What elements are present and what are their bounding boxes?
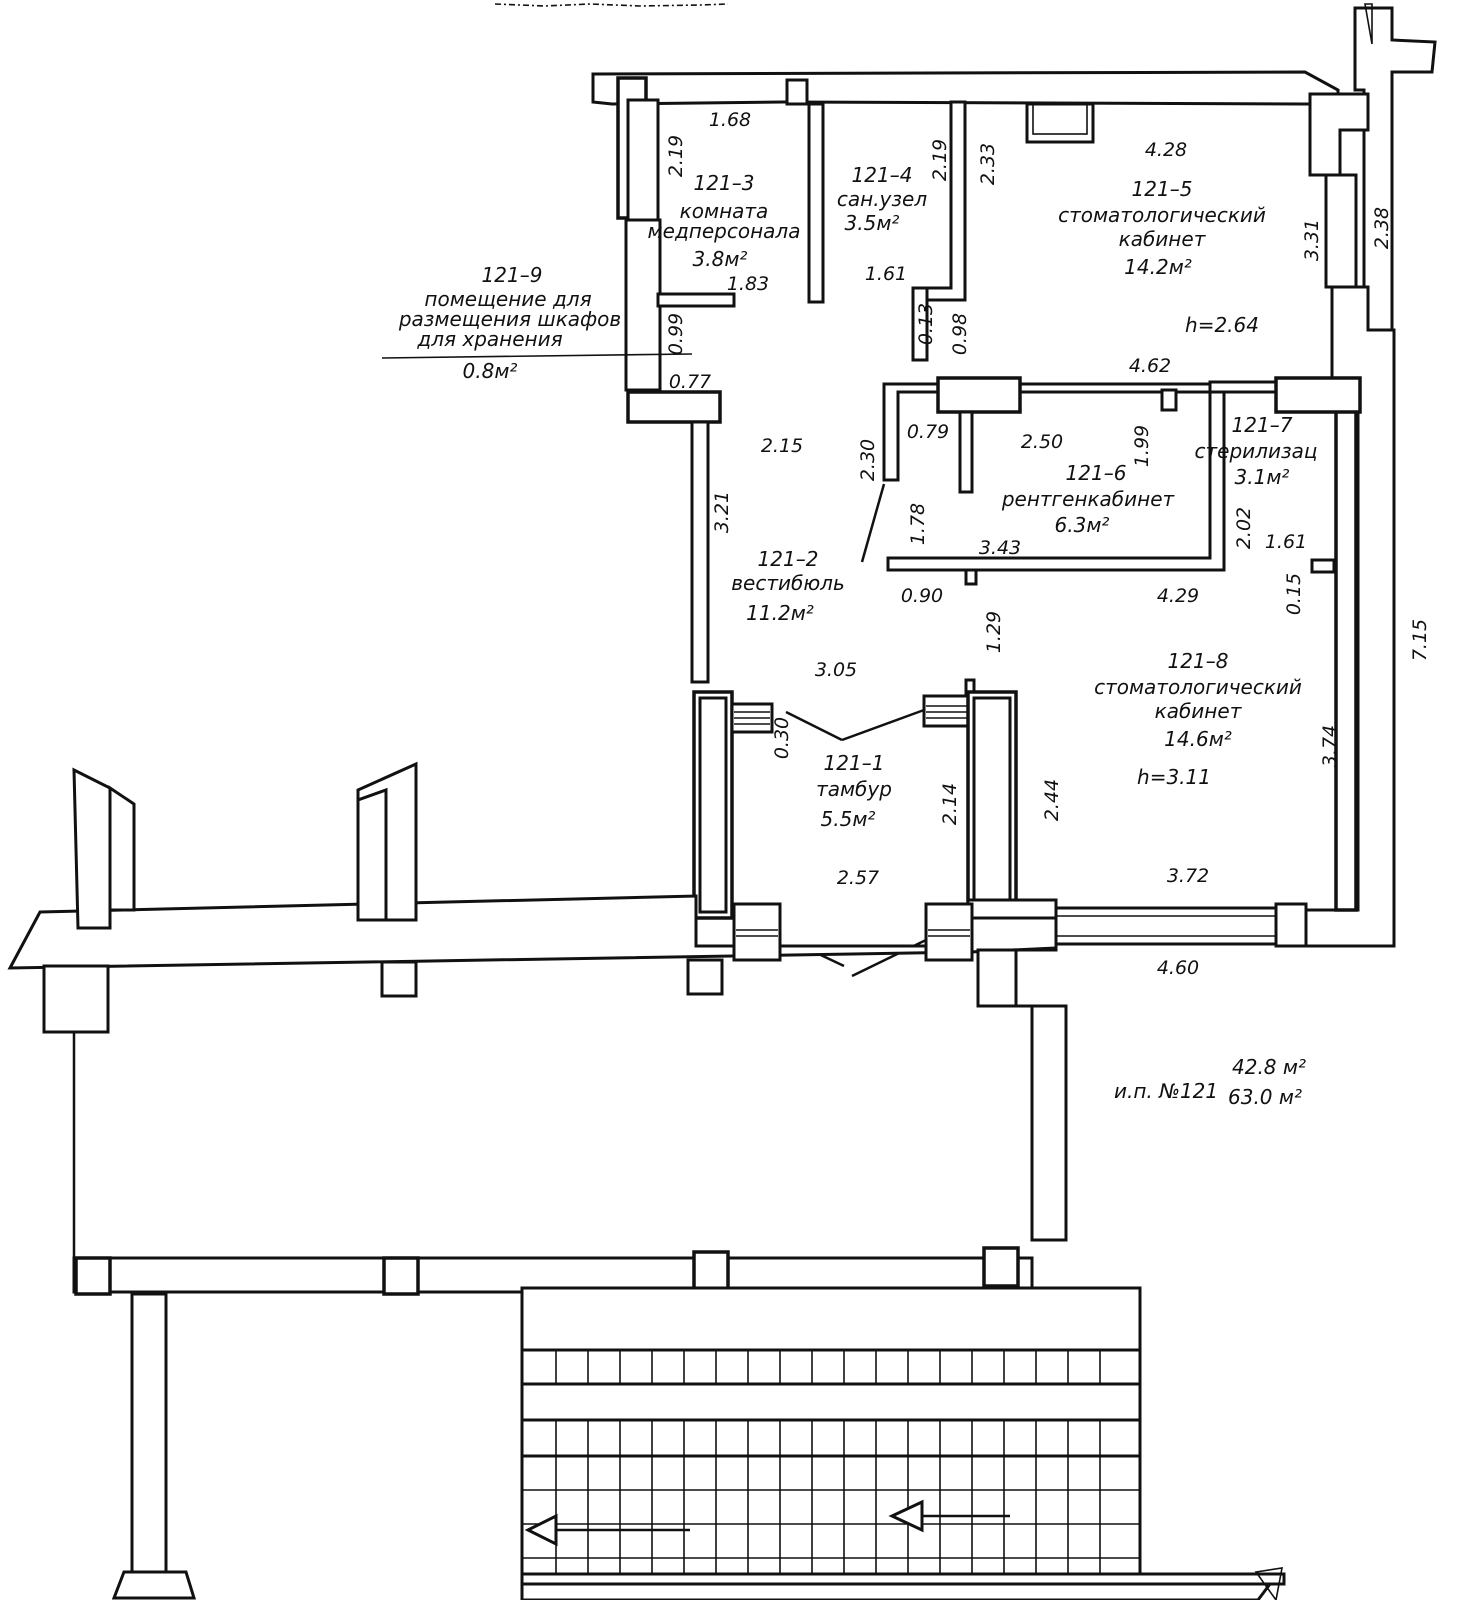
- entrance-walls: [692, 678, 1308, 952]
- room-121-5-height: h=2.64: [1185, 313, 1259, 337]
- room-121-7-id: 121–7: [1232, 413, 1293, 437]
- room-121-9-area: 0.8м²: [463, 359, 518, 383]
- left-upper-wall: [624, 98, 722, 684]
- room-121-5-area: 14.2м²: [1124, 255, 1192, 279]
- leader-121-9: [381, 353, 693, 359]
- room-121-2-area: 11.2м²: [746, 601, 814, 625]
- dim-label: 7.15: [1409, 619, 1431, 661]
- room-121-3: 121–3 комната медперсонала 3.8м²: [648, 171, 801, 271]
- dim-label: 2.50: [1021, 431, 1063, 453]
- dim-label: 3.72: [1167, 865, 1209, 887]
- dim-label: 1.68: [709, 109, 751, 131]
- top-window: [1025, 102, 1095, 144]
- partitions: [656, 100, 1362, 586]
- dim-label: 4.29: [1157, 585, 1199, 607]
- room-121-1-name: тамбур: [816, 777, 892, 801]
- dim-label: 1.83: [727, 273, 769, 295]
- unit-area-1: 42.8 м²: [1232, 1055, 1306, 1079]
- dim-label: 2.15: [761, 435, 803, 457]
- room-121-3-name: комната: [680, 199, 769, 223]
- dim-label: 4.28: [1145, 139, 1187, 161]
- unit-number: и.п. №121: [1114, 1079, 1218, 1103]
- room-121-8-name-2: кабинет: [1155, 699, 1243, 723]
- dim-label: 4.62: [1129, 355, 1171, 377]
- room-121-7-area: 3.1м²: [1235, 465, 1290, 489]
- room-121-8-id: 121–8: [1168, 649, 1229, 673]
- room-121-4-area: 3.5м²: [845, 211, 900, 235]
- dim-label: 2.44: [1041, 779, 1063, 821]
- dim-label: 3.21: [711, 491, 733, 533]
- room-121-2: 121–2 вестибюль 11.2м²: [731, 547, 844, 625]
- dim-label: 1.61: [865, 263, 907, 285]
- room-121-8-name: стоматологический: [1094, 675, 1302, 699]
- dim-label: 0.79: [907, 421, 949, 443]
- dim-label: 2.19: [665, 135, 687, 177]
- room-121-1-area: 5.5м²: [821, 807, 876, 831]
- dim-label: 3.43: [979, 537, 1021, 559]
- room-121-1: 121–1 тамбур 5.5м²: [816, 751, 892, 831]
- room-121-2-name: вестибюль: [731, 571, 844, 595]
- dim-label: 0.90: [901, 585, 943, 607]
- stairs: [520, 1286, 1286, 1600]
- dim-label: 0.98: [949, 313, 971, 355]
- room-121-3-id: 121–3: [694, 171, 755, 195]
- room-121-8: 121–8 стоматологический кабинет 14.6м² h…: [1094, 649, 1302, 789]
- room-121-9-name-3: для хранения: [416, 327, 562, 351]
- room-121-5-name-2: кабинет: [1119, 227, 1207, 251]
- top-right-corner: [1353, 3, 1437, 342]
- room-121-5-name: стоматологический: [1058, 203, 1266, 227]
- dim-label: 3.05: [815, 659, 857, 681]
- room-121-9-name-2: размещения шкафов: [398, 307, 621, 331]
- dim-label: 0.30: [771, 717, 793, 759]
- room-121-5-id: 121–5: [1132, 177, 1193, 201]
- dim-label: 3.74: [1319, 725, 1341, 767]
- dim-label: 0.13: [915, 303, 937, 345]
- room-121-6-name: рентгенкабинет: [1001, 487, 1176, 511]
- room-121-9-id: 121–9: [482, 263, 543, 287]
- summary: и.п. №121 42.8 м² 63.0 м²: [1114, 1055, 1306, 1109]
- dim-label: 1.99: [1131, 425, 1153, 467]
- dim-label: 1.78: [907, 503, 929, 545]
- facade: [7, 761, 1068, 1242]
- dim-label: 0.99: [665, 313, 687, 355]
- dim-label: 1.61: [1265, 531, 1307, 553]
- dim-label: 2.38: [1371, 207, 1393, 249]
- room-121-5: 121–5 стоматологический кабинет 14.2м² h…: [1058, 177, 1266, 337]
- room-121-8-height: h=3.11: [1137, 765, 1211, 789]
- dim-label: 2.14: [939, 783, 961, 825]
- room-121-4-name: сан.узел: [837, 187, 927, 211]
- room-121-9-name: помещение для: [424, 287, 591, 311]
- room-121-7-name: стерилизац: [1195, 439, 1318, 463]
- room-121-6-id: 121–6: [1066, 461, 1127, 485]
- dim-label: 4.60: [1157, 957, 1199, 979]
- header-smudge: [494, 3, 729, 7]
- dim-label: 2.19: [929, 139, 951, 181]
- room-121-1-id: 121–1: [824, 751, 885, 775]
- stair-arrows: [524, 1499, 1010, 1547]
- dimensions: 1.68 2.19 2.19 2.33 4.28 3.31 2.38 1.83 …: [665, 109, 1431, 979]
- dim-label: 2.57: [837, 867, 879, 889]
- dim-label: 0.77: [669, 371, 711, 393]
- room-121-4: 121–4 сан.узел 3.5м²: [837, 163, 927, 235]
- dim-label: 2.33: [977, 143, 999, 185]
- stair-treads: [522, 1350, 1140, 1574]
- room-121-2-id: 121–2: [758, 547, 819, 571]
- room-121-6-area: 6.3м²: [1055, 513, 1110, 537]
- room-121-3-area: 3.8м²: [693, 247, 748, 271]
- room-121-3-name-2: медперсонала: [648, 219, 801, 243]
- dim-label: 0.15: [1283, 573, 1305, 615]
- dim-label: 2.02: [1233, 507, 1255, 549]
- room-121-4-id: 121–4: [852, 163, 913, 187]
- room-121-9: 121–9 помещение для размещения шкафов дл…: [398, 263, 621, 383]
- right-wall: [1298, 92, 1396, 948]
- lower-portico: [72, 1032, 1034, 1600]
- room-121-7: 121–7 стерилизац 3.1м²: [1195, 413, 1318, 489]
- dim-label: 2.30: [857, 439, 879, 481]
- room-121-6: 121–6 рентгенкабинет 6.3м²: [1001, 461, 1176, 537]
- unit-area-2: 63.0 м²: [1228, 1085, 1302, 1109]
- dim-label: 3.31: [1301, 219, 1323, 261]
- room-121-8-area: 14.6м²: [1164, 727, 1232, 751]
- dim-label: 1.29: [983, 611, 1005, 653]
